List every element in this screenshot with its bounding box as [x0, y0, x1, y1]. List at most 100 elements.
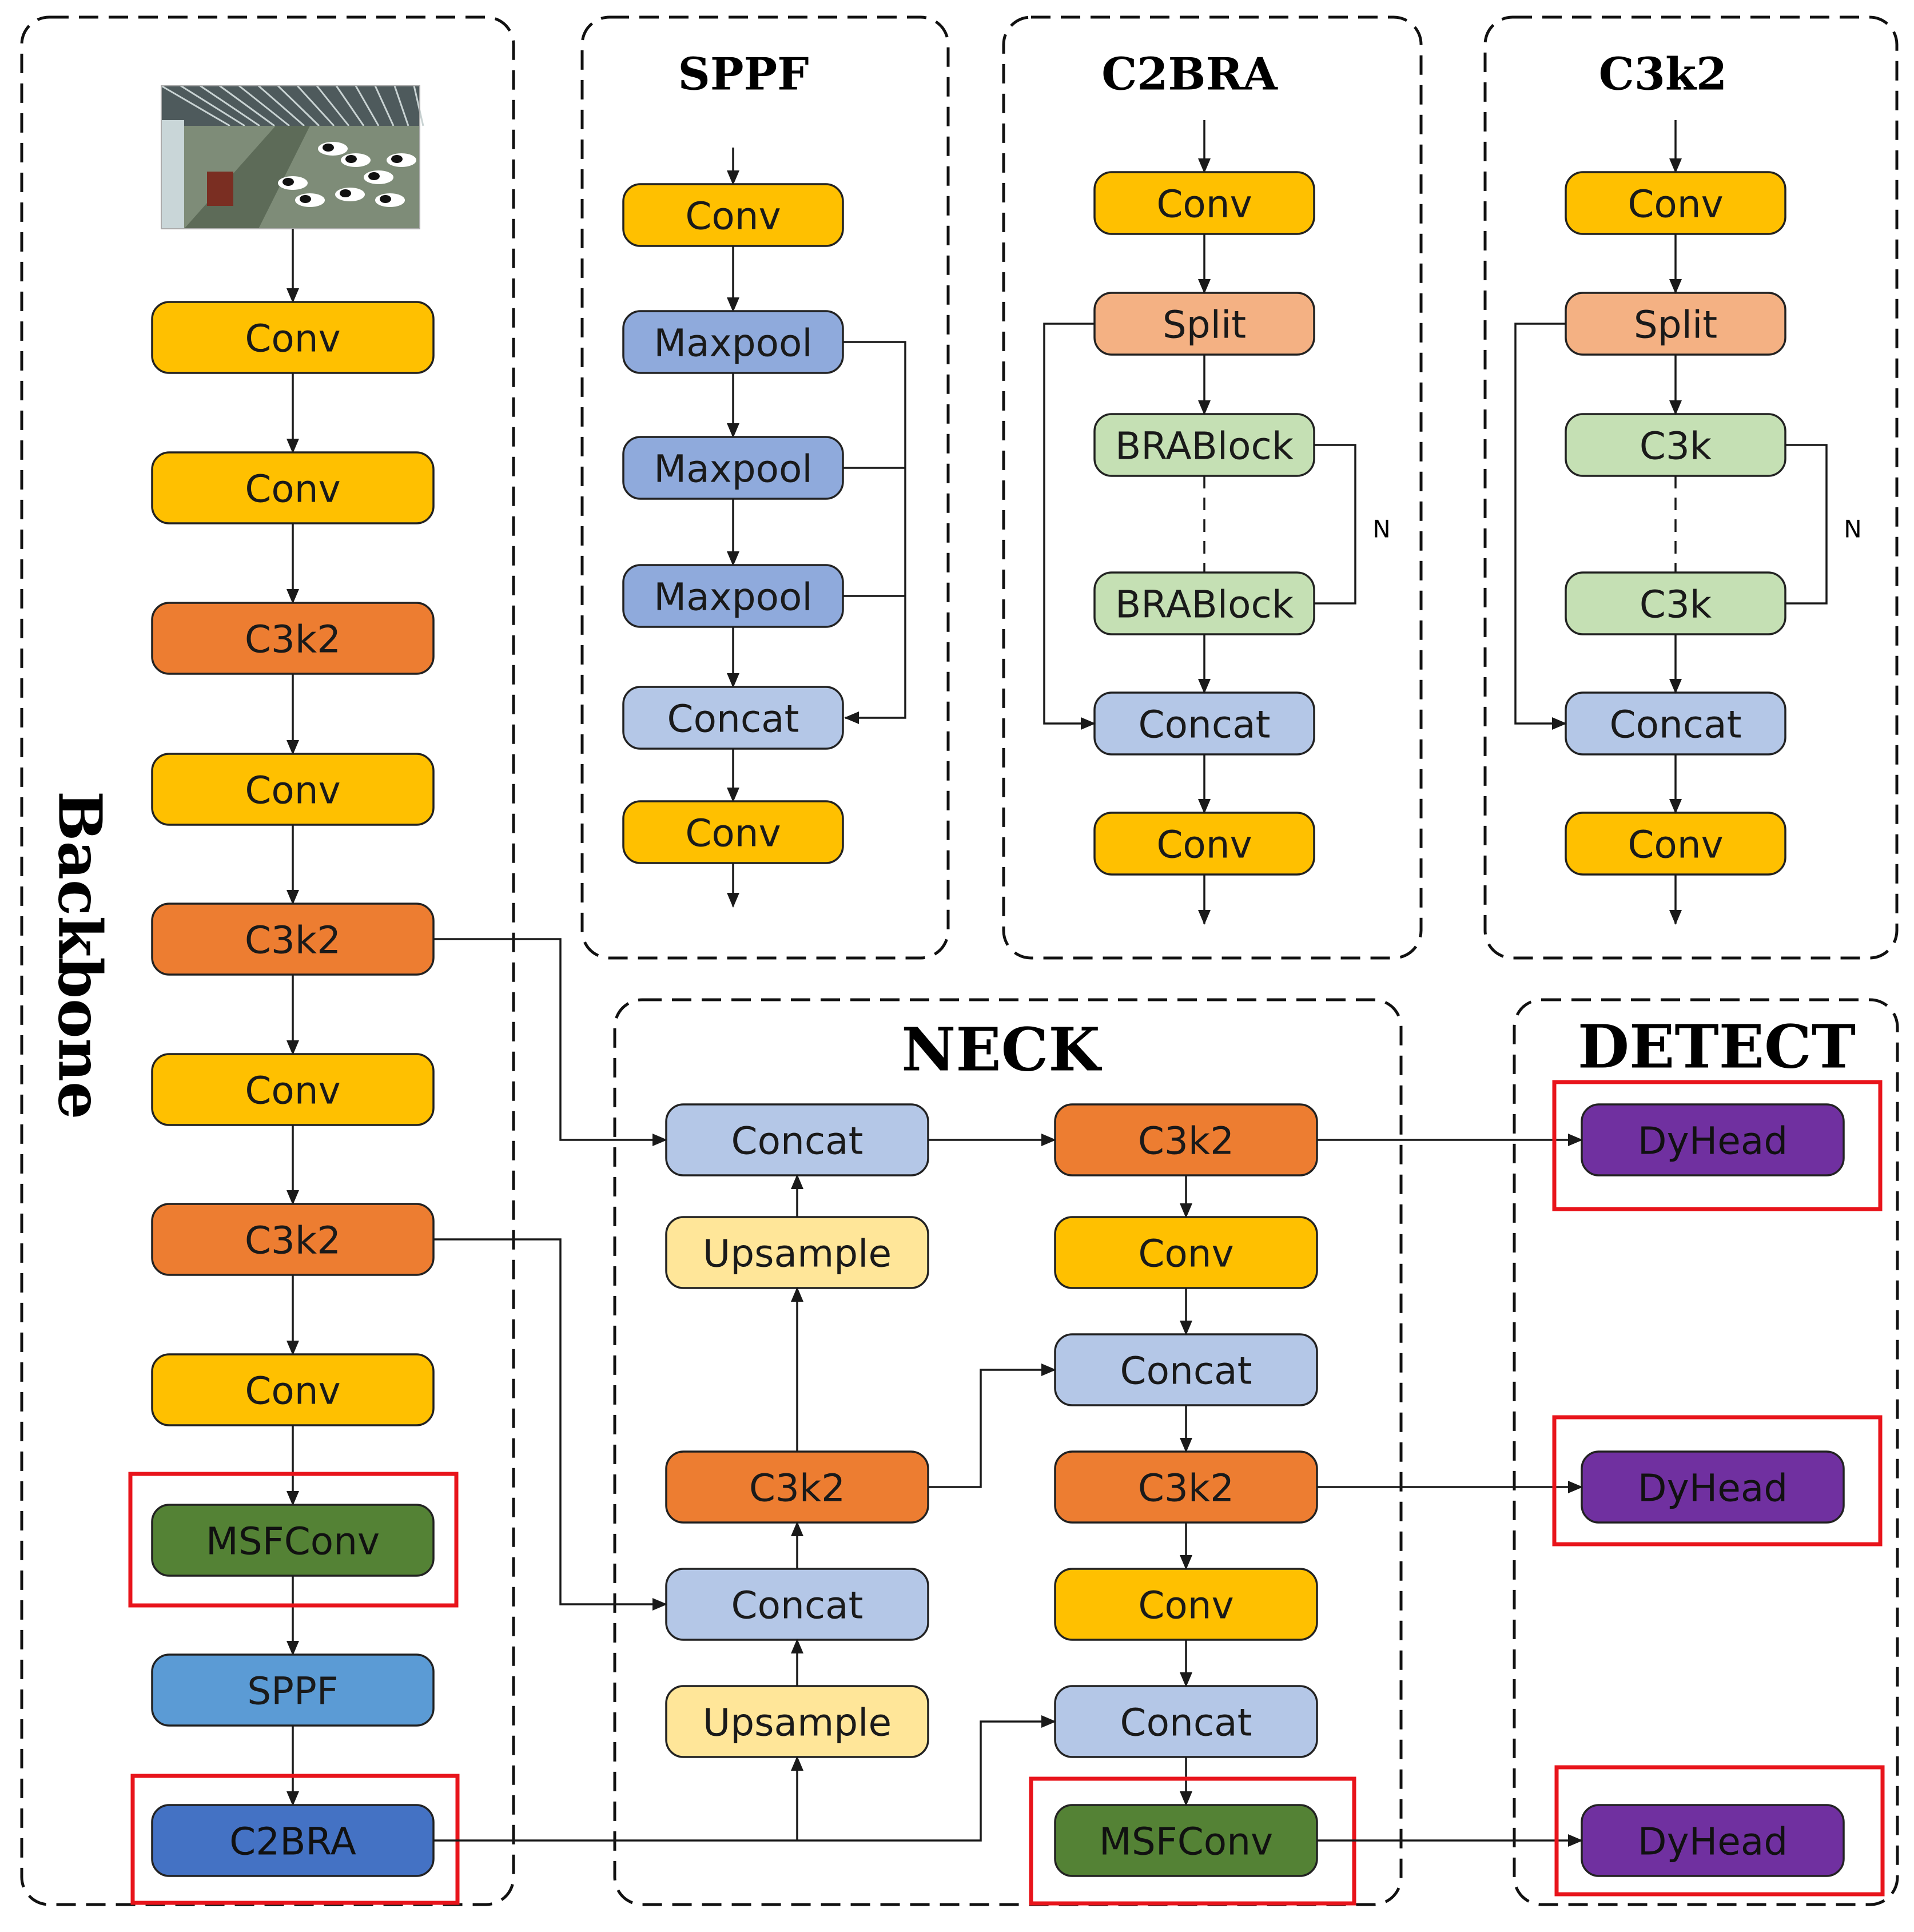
c2bra-block-5: Conv [1093, 812, 1315, 876]
neck-c3k2-to-concat [928, 1363, 1056, 1488]
c3k2-block-4-label: Concat [1610, 703, 1742, 747]
backbone-c3k2-p3-link [433, 938, 667, 1146]
c3k2-title: C3k2 [1599, 49, 1728, 101]
neck-right-block-5: Concat [1054, 1685, 1318, 1758]
backbone-block-6: C3k2 [151, 1203, 435, 1276]
neck-right-block-1-label: Conv [1138, 1232, 1233, 1276]
c3k2-block-2: C3k [1565, 413, 1786, 477]
c3k2-block-0: Conv [1565, 171, 1786, 235]
backbone-c2bra-link [433, 1715, 1056, 1842]
c3k2-repeat-label: N [1844, 515, 1861, 543]
sppf-block-3: Maxpool [622, 564, 844, 628]
c2bra-block-3-label: BRABlock [1115, 583, 1294, 627]
neck-left-block-0-label: Concat [731, 1119, 864, 1163]
backbone-block-4: C3k2 [151, 903, 435, 976]
c2bra-title: C2BRA [1101, 49, 1278, 101]
neck-right-block-6: MSFConv [1054, 1804, 1318, 1877]
backbone-block-8-label: MSFConv [206, 1520, 380, 1564]
neck-left-block-1: Upsample [665, 1216, 929, 1289]
backbone-block-9: SPPF [151, 1653, 435, 1727]
c2bra-block-5-label: Conv [1156, 823, 1252, 867]
backbone-block-0: Conv [151, 301, 435, 374]
backbone-block-1: Conv [151, 451, 435, 524]
neck-right-block-3-label: C3k2 [1138, 1466, 1234, 1510]
c2bra-block-2: BRABlock [1093, 413, 1315, 477]
backbone-block-5-label: Conv [245, 1069, 340, 1113]
neck-right-block-5-label: Concat [1120, 1701, 1252, 1745]
backbone-block-4-label: C3k2 [245, 919, 341, 963]
backbone-block-7: Conv [151, 1353, 435, 1426]
detect-head-0: DyHead [1581, 1103, 1845, 1176]
c2bra-block-4: Concat [1093, 691, 1315, 756]
sppf-block-5-label: Conv [685, 812, 781, 856]
sppf-skip-arrow [843, 341, 906, 724]
sppf-block-0-label: Conv [685, 194, 781, 238]
neck-right-block-2: Concat [1054, 1333, 1318, 1406]
detect-head-2: DyHead [1581, 1804, 1845, 1877]
backbone-msfconv-highlight [128, 1472, 459, 1608]
neck-right-block-4: Conv [1054, 1568, 1318, 1641]
dyhead-0-highlight [1552, 1080, 1883, 1211]
sppf-block-3-label: Maxpool [654, 575, 812, 619]
backbone-block-10: C2BRA [151, 1804, 435, 1877]
backbone-block-3: Conv [151, 753, 435, 826]
backbone-block-10-label: C2BRA [229, 1820, 356, 1864]
sppf-block-1-label: Maxpool [654, 321, 812, 365]
c2bra-block-1-label: Split [1163, 303, 1246, 347]
neck-left-block-4-label: Upsample [703, 1701, 892, 1745]
c2bra-block-3: BRABlock [1093, 571, 1315, 635]
c2bra-block-0: Conv [1093, 171, 1315, 235]
backbone-c3k2-p4-link [433, 1238, 667, 1611]
backbone-block-8: MSFConv [151, 1504, 435, 1577]
c3k2-block-3-label: C3k [1640, 583, 1712, 627]
sppf-block-2-label: Maxpool [654, 447, 812, 491]
backbone-block-6-label: C3k2 [245, 1219, 341, 1263]
c3k2-block-1: Split [1565, 292, 1786, 356]
c3k2-block-0-label: Conv [1628, 182, 1723, 226]
sppf-block-5: Conv [622, 800, 844, 864]
backbone-block-0-label: Conv [245, 317, 340, 361]
c2bra-block-0-label: Conv [1156, 182, 1252, 226]
detect-title: DETECT [1578, 1012, 1856, 1082]
neck-right-block-3: C3k2 [1054, 1450, 1318, 1524]
detect-head-2-label: DyHead [1638, 1820, 1788, 1864]
neck-right-block-0: C3k2 [1054, 1103, 1318, 1176]
backbone-block-1-label: Conv [245, 467, 340, 511]
input-image [161, 85, 424, 229]
c3k2-panel [1483, 15, 1899, 960]
c2bra-repeat-label: N [1372, 515, 1390, 543]
detect-head-1-label: DyHead [1638, 1466, 1788, 1510]
dyhead-1-highlight [1552, 1415, 1883, 1547]
dyhead-2-highlight [1554, 1765, 1885, 1897]
c2bra-skip-arrow [1043, 323, 1096, 730]
backbone-block-2-label: C3k2 [245, 618, 341, 662]
c3k2-repeat-bracket [1785, 444, 1828, 605]
c2bra-panel [1002, 15, 1423, 960]
neck-right-block-4-label: Conv [1138, 1584, 1233, 1628]
detect-panel [1513, 998, 1899, 1906]
c3k2-block-4: Concat [1565, 691, 1786, 756]
sppf-title: SPPF [678, 49, 809, 101]
neck-panel [613, 998, 1403, 1906]
c2bra-block-4-label: Concat [1139, 703, 1271, 747]
neck-left-block-3: Concat [665, 1568, 929, 1641]
backbone-c2bra-highlight [130, 1774, 460, 1905]
neck-right-block-1: Conv [1054, 1216, 1318, 1289]
c3k2-block-2-label: C3k [1640, 424, 1712, 468]
backbone-block-3-label: Conv [245, 769, 340, 813]
sppf-panel [580, 15, 950, 960]
sppf-block-4-label: Concat [667, 697, 799, 741]
backbone-title: Backbone [45, 791, 116, 1120]
c2bra-repeat-bracket [1314, 444, 1356, 605]
neck-right-block-2-label: Concat [1120, 1349, 1252, 1393]
c2bra-block-1: Split [1093, 292, 1315, 356]
neck-right-block-6-label: MSFConv [1099, 1820, 1273, 1864]
neck-left-block-1-label: Upsample [703, 1232, 892, 1276]
c3k2-skip-arrow [1514, 323, 1567, 730]
neck-left-block-2-label: C3k2 [749, 1466, 845, 1510]
sppf-block-0: Conv [622, 183, 844, 247]
neck-title: NECK [901, 1015, 1102, 1085]
c3k2-block-3: C3k [1565, 571, 1786, 635]
